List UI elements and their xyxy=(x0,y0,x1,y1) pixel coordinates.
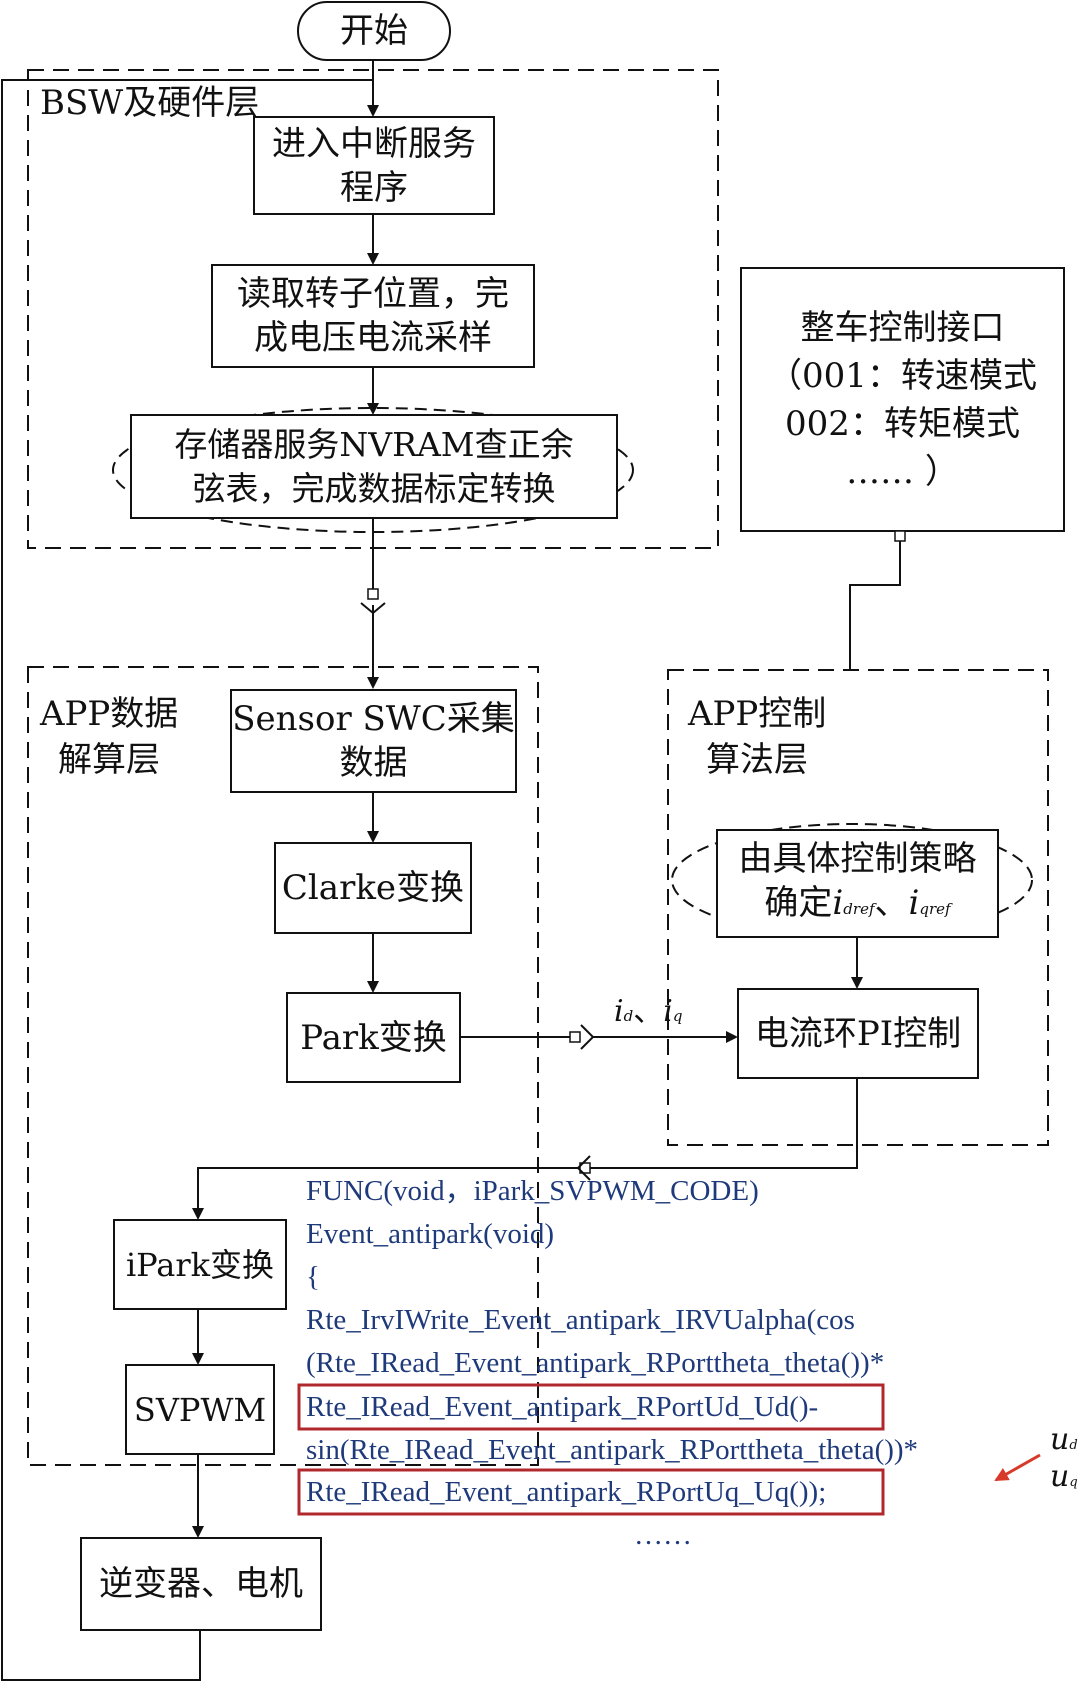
svpwm-box xyxy=(125,1364,275,1455)
park-out-port-square xyxy=(569,1031,581,1043)
park-box xyxy=(286,992,461,1083)
clarke-box-text: Clarke变换 xyxy=(281,868,465,908)
strategy-line2: 确定idref、iqref xyxy=(764,882,951,923)
vehicle-port-square xyxy=(894,530,906,542)
code-line-7: sin(Rte_IRead_Event_antipark_RPorttheta_… xyxy=(306,1434,919,1466)
pi-control-box xyxy=(737,988,979,1079)
code-line-1: FUNC(void，iPark_SVPWM_CODE) xyxy=(306,1175,759,1207)
code-line-4: Rte_IrvIWrite_Event_antipark_IRVUalpha(c… xyxy=(306,1304,855,1336)
start-label: 开始 xyxy=(340,11,408,51)
ud-side-label: ud xyxy=(1050,1422,1078,1457)
pi-to-port-line xyxy=(590,1078,858,1169)
interrupt-box-text: 进入中断服务 程序 xyxy=(272,123,476,208)
vehicle-interface-box xyxy=(740,267,1065,532)
read-sample-box-text: 读取转子位置，完 成电压电流采样 xyxy=(237,274,509,358)
park-box-text: Park变换 xyxy=(300,1017,447,1058)
code-line-8-uq: Rte_IRead_Event_antipark_RPortUq_Uq()); xyxy=(306,1476,827,1508)
pi-control-box-text: 电流环PI控制 xyxy=(754,1013,962,1054)
ud-highlight-box xyxy=(297,1383,885,1431)
inverter-box-text: 逆变器、电机 xyxy=(99,1564,303,1604)
pi-out-port-square xyxy=(579,1162,591,1174)
app-control-layer-frame xyxy=(667,669,1049,1146)
app-data-layer-line2: 解算层 xyxy=(58,740,160,780)
code-line-3: { xyxy=(306,1261,320,1293)
code-line-5: (Rte_IRead_Event_antipark_RPorttheta_the… xyxy=(306,1347,885,1379)
app-data-layer-frame xyxy=(27,666,539,1466)
sensor-box-text: Sensor SWC采集 数据 xyxy=(232,699,515,783)
id-iq-label: id、iq xyxy=(614,994,683,1029)
port-to-ipark-arrow xyxy=(192,1167,578,1220)
app-control-layer-line1: APP控制 xyxy=(688,694,827,734)
app-data-layer-line1: APP数据 xyxy=(40,694,179,734)
code-line-6-ud: Rte_IRead_Event_antipark_RPortUd_Ud()- xyxy=(306,1391,819,1423)
clarke-box xyxy=(274,842,472,934)
app-data-layer-label: APP数据 解算层 xyxy=(40,691,178,783)
uq-highlight-box xyxy=(297,1468,885,1516)
read-sample-box xyxy=(211,264,535,368)
uq-side-label: uq xyxy=(1050,1459,1078,1494)
svpwm-box-text: SVPWM xyxy=(133,1390,267,1429)
code-line-2: Event_antipark(void) xyxy=(306,1218,555,1250)
inverter-box xyxy=(80,1537,322,1631)
ipark-box xyxy=(113,1219,287,1310)
bsw-layer-label: BSW及硬件层 xyxy=(40,83,260,123)
vehicle-interface-text: 整车控制接口 （001：转速模式 002：转矩模式 …… ） xyxy=(768,307,1037,492)
strategy-box-text: 由具体控制策略 确定idref、iqref xyxy=(717,830,998,937)
bsw-out-port-square xyxy=(367,588,379,600)
strategy-box xyxy=(716,829,999,938)
code-line-9-ellipsis: …… xyxy=(634,1519,692,1551)
feedback-loop-line xyxy=(1,79,373,1681)
ipark-box-text: iPark变换 xyxy=(125,1245,275,1284)
app-control-layer-line2: 算法层 xyxy=(706,740,808,780)
app-control-layer-label: APP控制 算法层 xyxy=(688,691,826,783)
nvram-box-text: 存储器服务NVRAM查正余 弦表，完成数据标定转换 xyxy=(174,424,574,508)
nvram-box xyxy=(130,414,618,519)
vehicle-to-control-line xyxy=(849,541,901,670)
ud-uq-pointer-arrow xyxy=(994,1453,1041,1482)
pi-in-port-chevron xyxy=(580,1024,595,1050)
